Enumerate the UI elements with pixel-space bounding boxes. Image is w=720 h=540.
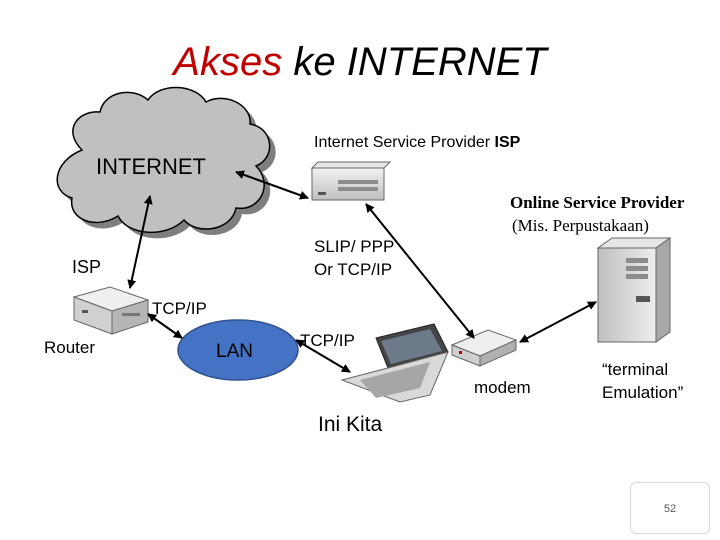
terminal-label-line2: Emulation” [602, 383, 684, 402]
connector-internet-isp [235, 170, 309, 200]
title-highlight: Akses [173, 40, 283, 84]
terminal-label-line1: “terminal [602, 360, 669, 379]
title-rest: ke INTERNET [293, 40, 547, 84]
online-provider-server-icon [596, 237, 672, 343]
modem-label: modem [474, 378, 531, 397]
internet-label: INTERNET [96, 154, 206, 179]
online-provider-label: Online Service Provider [510, 193, 685, 212]
laptop-icon [340, 323, 449, 403]
connector-isp-modem [365, 203, 475, 339]
ini-kita-label: Ini Kita [318, 413, 383, 436]
slip-label-line2: Or TCP/IP [314, 260, 393, 279]
connector-modem-provider [519, 301, 597, 343]
isp-provider-label: Internet Service Provider ISP [314, 134, 520, 152]
lan-label: LAN [216, 341, 253, 362]
page-number-box [630, 482, 710, 534]
online-provider-example-label: (Mis. Perpustakaan) [512, 216, 649, 235]
internet-cloud [56, 86, 276, 239]
connector-internet-router [127, 195, 153, 289]
isp-label: ISP [72, 257, 102, 277]
connector-lan-laptop [295, 339, 351, 373]
router-label: Router [44, 338, 96, 357]
page-number: 52 [663, 503, 677, 515]
router-icon [72, 286, 150, 335]
modem-icon [450, 329, 518, 367]
isp-provider-label-bold: ISP [494, 134, 521, 151]
tcpip-label-lower: TCP/IP [300, 331, 355, 350]
slip-label-line1: SLIP/ PPP [314, 237, 395, 256]
isp-server-icon [310, 161, 392, 201]
isp-provider-label-text: Internet Service Provider [314, 134, 495, 151]
connector-router-lan [147, 313, 183, 339]
tcpip-label-upper: TCP/IP [152, 299, 207, 318]
slide-title: Akses ke INTERNET [0, 40, 720, 85]
